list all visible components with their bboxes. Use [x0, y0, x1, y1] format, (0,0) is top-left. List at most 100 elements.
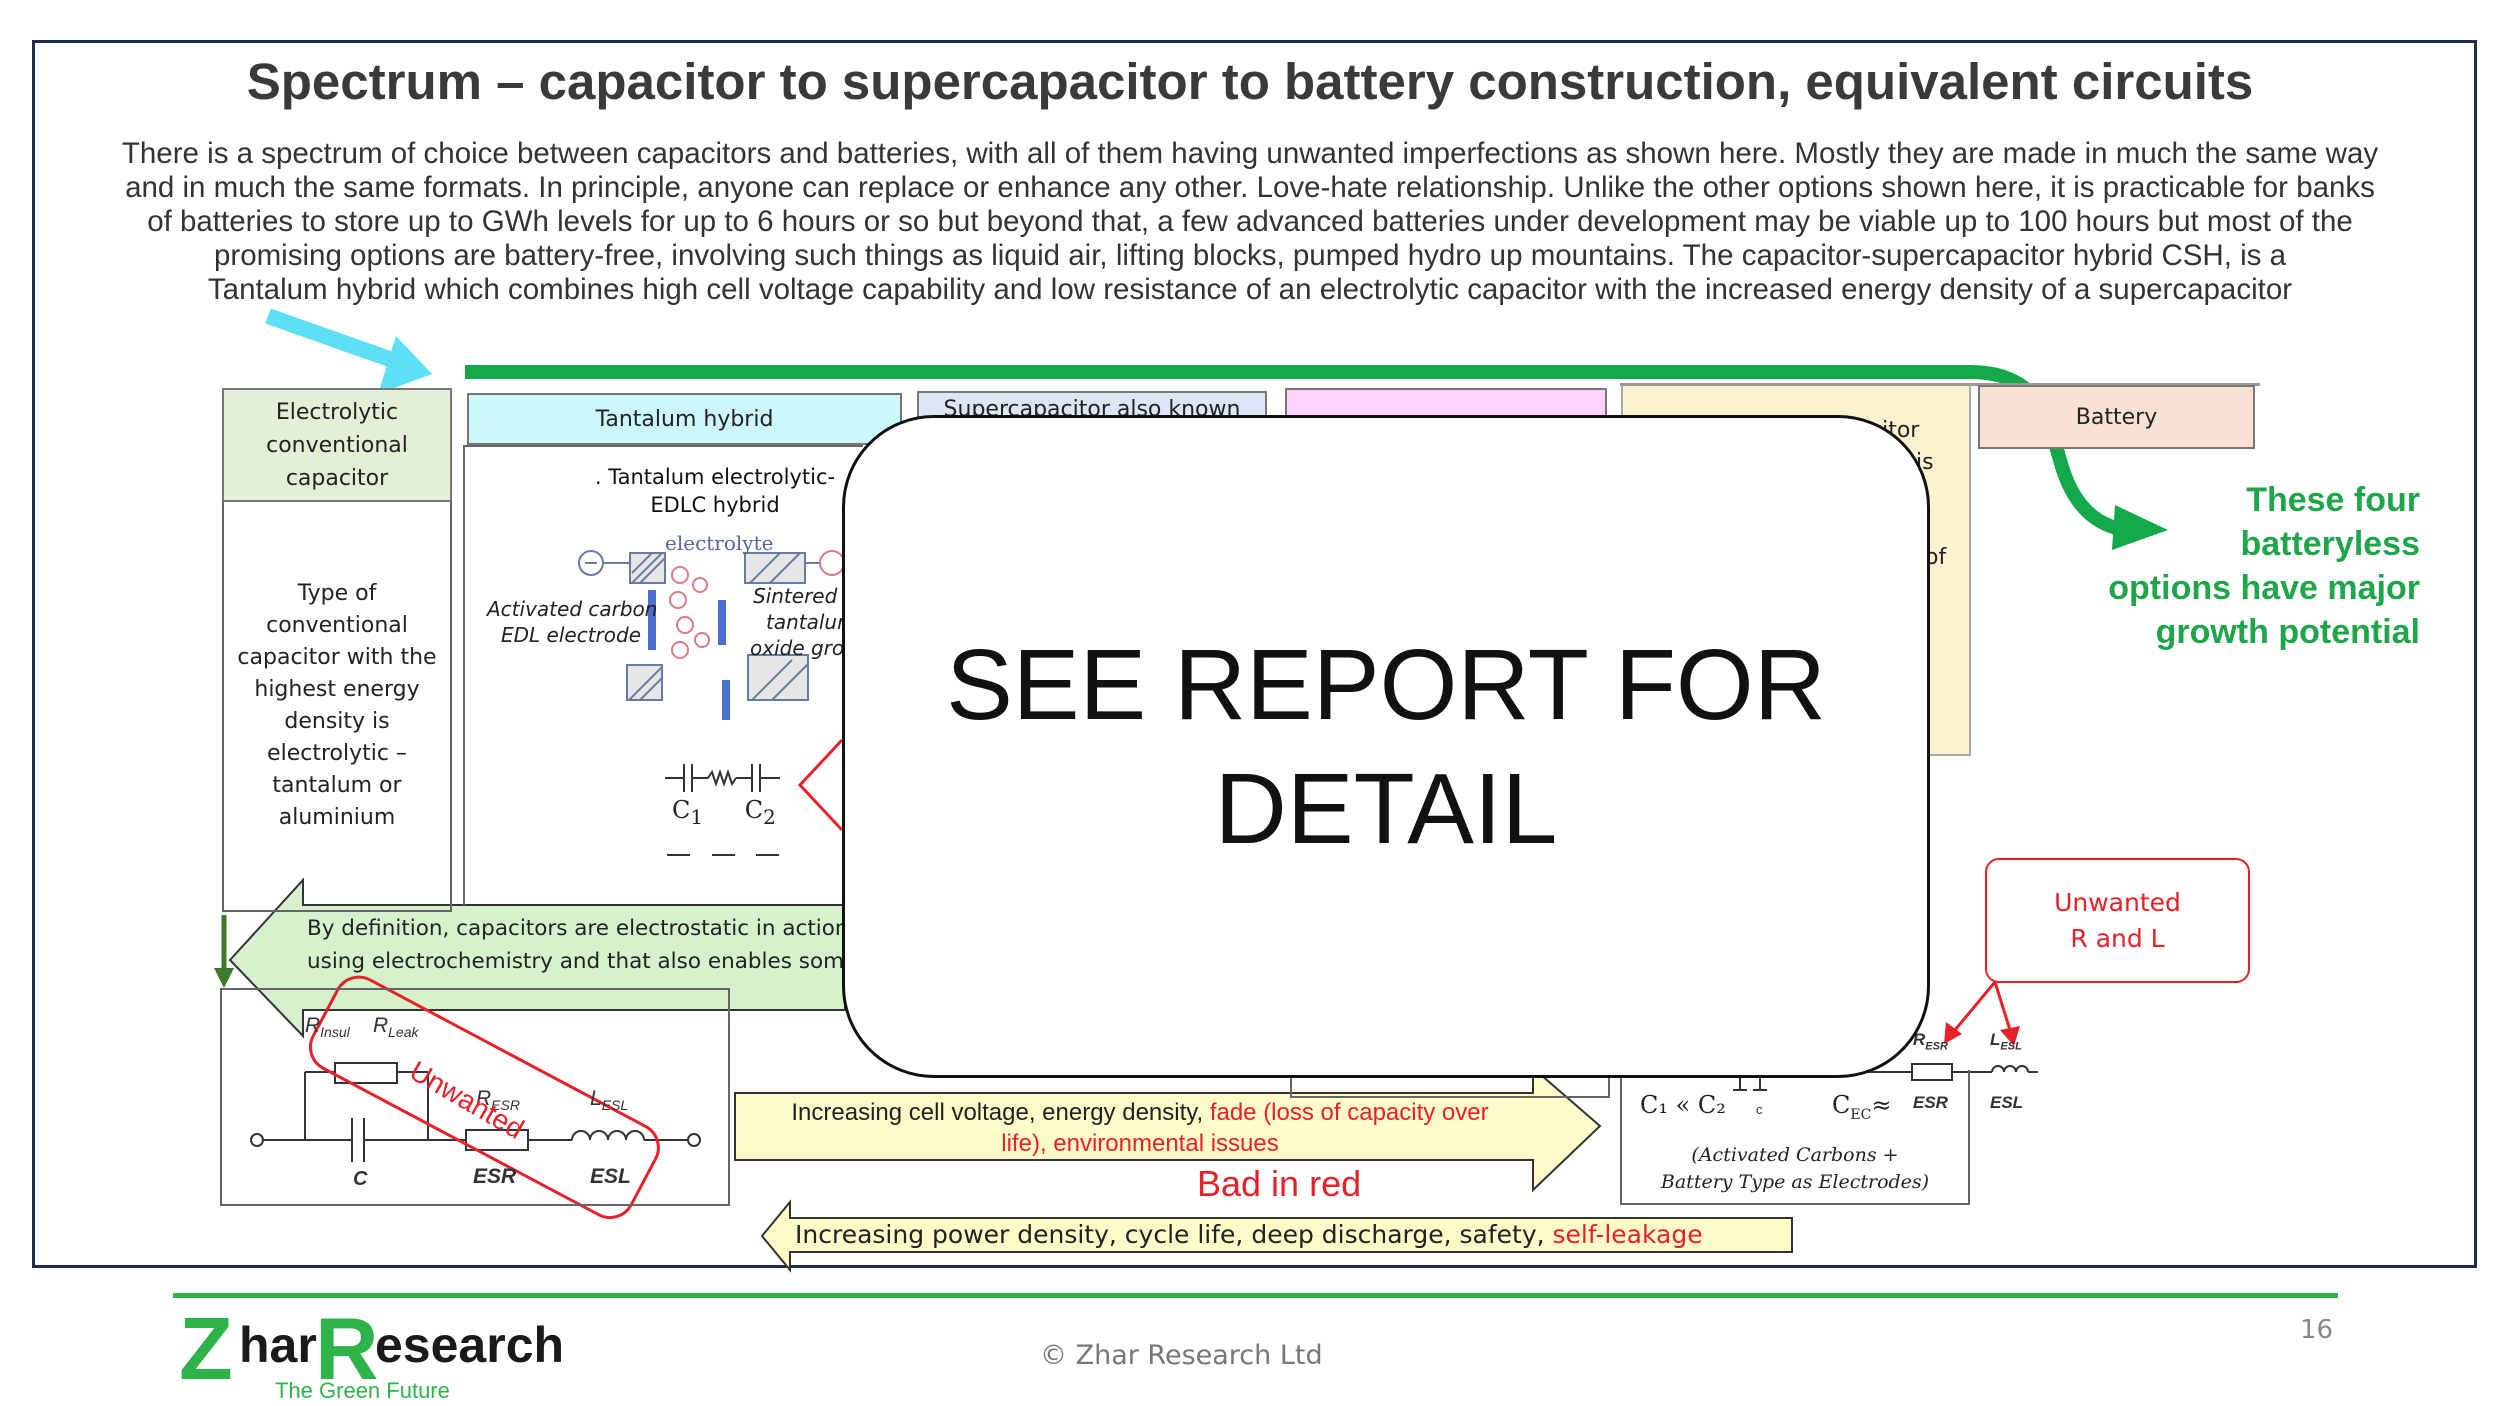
tantalum-title-line-1: . Tantalum electrolytic-	[594, 465, 836, 489]
c2-label: C2	[744, 796, 776, 829]
potential-line: options have major	[2108, 569, 2420, 607]
battery-esr-label: ESR	[1913, 1093, 1948, 1112]
unwanted-rl-line-2: R and L	[2070, 923, 2165, 953]
increasing-arrow-text: Increasing cell voltage, energy density,…	[745, 1097, 1535, 1159]
battery-r-esr-label: RESR	[1913, 1030, 1948, 1053]
intro-line: and in much the same formats. In princip…	[125, 171, 2375, 204]
c1-c2-relation: C₁ « C₂	[1640, 1091, 1726, 1119]
electrolytic-desc: electrolytic –	[267, 741, 407, 766]
header-electrolytic: Electrolytic conventional capacitor	[222, 388, 452, 502]
sintered-tantalum-label: Sintered p tantalum oxide grow	[750, 583, 861, 661]
cec-label: CEC≈	[1832, 1091, 1892, 1123]
growth-potential-note: These four batteryless options have majo…	[2050, 478, 2420, 654]
battery-caption-line-2: Battery Type as Electrodes)	[1660, 1171, 1930, 1193]
green-span-bar	[465, 365, 1970, 379]
electrolytic-line-2: conventional	[266, 432, 408, 458]
increasing-voltage-arrow	[734, 1065, 1602, 1193]
pink-column-remnant	[1290, 1070, 1610, 1098]
logo-r: R	[315, 1299, 379, 1398]
electrolytic-desc: density is	[284, 709, 390, 734]
activated-carbon-line-1: Activated carbon	[487, 597, 658, 621]
electrolytic-desc: capacitor with the	[237, 645, 437, 670]
power-text-red: self-leakage	[1552, 1220, 1703, 1249]
unwanted-stamp	[308, 975, 660, 1220]
footer-divider	[173, 1293, 2338, 1298]
battery-caption-line-1: (Activated Carbons +	[1691, 1144, 1899, 1166]
tantalum-hybrid-label: Tantalum hybrid	[595, 406, 774, 432]
unwanted-rl-box: Unwanted R and L	[1985, 858, 2250, 983]
slide-frame	[32, 40, 2477, 1268]
header-tantalum-hybrid: Tantalum hybrid	[467, 393, 902, 445]
electrolyte-label: electrolyte	[665, 531, 774, 555]
definition-arrow-text: By definition, capacitors are electrosta…	[307, 912, 857, 978]
sintered-line-1: Sintered p	[753, 584, 857, 608]
electrolytic-line-1: Electrolytic	[275, 399, 399, 425]
activated-carbon-line-2: EDL electrode	[501, 623, 641, 647]
l-esl-label: LESL	[590, 1087, 629, 1114]
battery-l-esl-label: LESL	[1990, 1030, 2022, 1053]
intro-line: of batteries to store up to GWh levels f…	[147, 205, 2353, 238]
electrolytic-desc: highest energy	[254, 677, 420, 702]
battery-circuit-box	[1620, 1070, 1970, 1205]
r-esr-label: RESR	[476, 1087, 520, 1114]
r-insul-label: RInsul	[305, 1014, 350, 1041]
r-leak-label: RLeak	[373, 1014, 419, 1041]
power-text-black: Increasing power density, cycle life, de…	[795, 1220, 1553, 1249]
copyright-text: © Zhar Research Ltd	[1040, 1340, 1323, 1371]
increasing-text-black: Increasing cell voltage, energy density,	[791, 1099, 1210, 1126]
cream-fragment-3: of	[1925, 545, 1947, 570]
definition-line-2: using electrochemistry and that also ena…	[307, 949, 858, 974]
electrolytic-desc: conventional	[266, 613, 408, 638]
curved-green-arrow	[1969, 365, 2168, 550]
battery-label: Battery	[2075, 404, 2158, 430]
potential-line: These four	[2246, 481, 2420, 519]
esl-label: ESL	[590, 1165, 631, 1188]
intro-line: Tantalum hybrid which combines high cell…	[207, 273, 2293, 306]
overlay-line-1: SEE REPORT FOR	[946, 628, 1826, 741]
header-battery: Battery	[1978, 385, 2255, 449]
power-density-text: Increasing power density, cycle life, de…	[795, 1219, 1703, 1251]
c-label: C	[353, 1168, 368, 1190]
battery-esl-label: ESL	[1990, 1093, 2024, 1112]
slide-title: Spectrum – capacitor to supercapacitor t…	[246, 53, 2254, 110]
tantalum-body	[463, 445, 863, 905]
electrolytic-line-3: capacitor	[285, 465, 389, 491]
page-number: 16	[2300, 1315, 2334, 1345]
cyan-pointer-arrow	[265, 308, 432, 394]
overlay-line-2: DETAIL	[1214, 752, 1558, 865]
potential-line: growth potential	[2155, 613, 2420, 651]
tantalum-equivalent-circuit	[665, 764, 780, 856]
increasing-text-red-1: fade (loss of capacity over	[1209, 1099, 1489, 1126]
power-density-arrow	[760, 1199, 1793, 1273]
c-small-label: c	[1756, 1102, 1763, 1117]
unwanted-rl-line-1: Unwanted	[2054, 887, 2181, 917]
potential-line: batteryless	[2240, 525, 2420, 563]
logo-z: Z	[179, 1299, 233, 1398]
capacitor-circuit-box	[220, 988, 730, 1206]
bad-in-red-label: Bad in red	[1197, 1163, 1362, 1204]
electrolytic-desc: aluminium	[278, 805, 396, 830]
increasing-text-red-2: life), environmental issues	[1001, 1130, 1279, 1157]
intro-paragraph: There is a spectrum of choice between ca…	[50, 137, 2450, 307]
electrolytic-desc: tantalum or	[272, 773, 402, 798]
esr-label: ESR	[473, 1165, 517, 1188]
intro-line: promising options are battery-free, invo…	[213, 239, 2287, 272]
electrolytic-desc: Type of	[297, 581, 377, 606]
sintered-line-2: tantalum	[766, 610, 857, 634]
logo-tagline: The Green Future	[275, 1378, 450, 1403]
definition-line-1: By definition, capacitors are electrosta…	[307, 916, 849, 941]
logo-esearch: esearch	[375, 1317, 565, 1373]
logo-har: har	[239, 1317, 317, 1373]
capacitor-equivalent-circuit	[250, 1062, 701, 1162]
tantalum-circuit-labels: C1 C2	[672, 796, 776, 829]
electrolytic-body: Type of conventional capacitor with the …	[222, 502, 452, 912]
tantalum-title-line-2: EDLC hybrid	[650, 493, 780, 517]
zhar-research-logo: Z har R esearch The Green Future	[175, 1296, 575, 1406]
activated-carbon-label: Activated carbon EDL electrode	[487, 596, 657, 648]
intro-line: There is a spectrum of choice between ca…	[121, 137, 2379, 170]
battery-caption: (Activated Carbons + Battery Type as Ele…	[1630, 1142, 1960, 1196]
tantalum-diagram-title: . Tantalum electrolytic- EDLC hybrid	[590, 463, 840, 519]
see-report-overlay: SEE REPORT FOR DETAIL	[842, 415, 1930, 1078]
tantalum-hybrid-drawing	[578, 550, 845, 720]
c1-label: C1	[672, 796, 704, 829]
